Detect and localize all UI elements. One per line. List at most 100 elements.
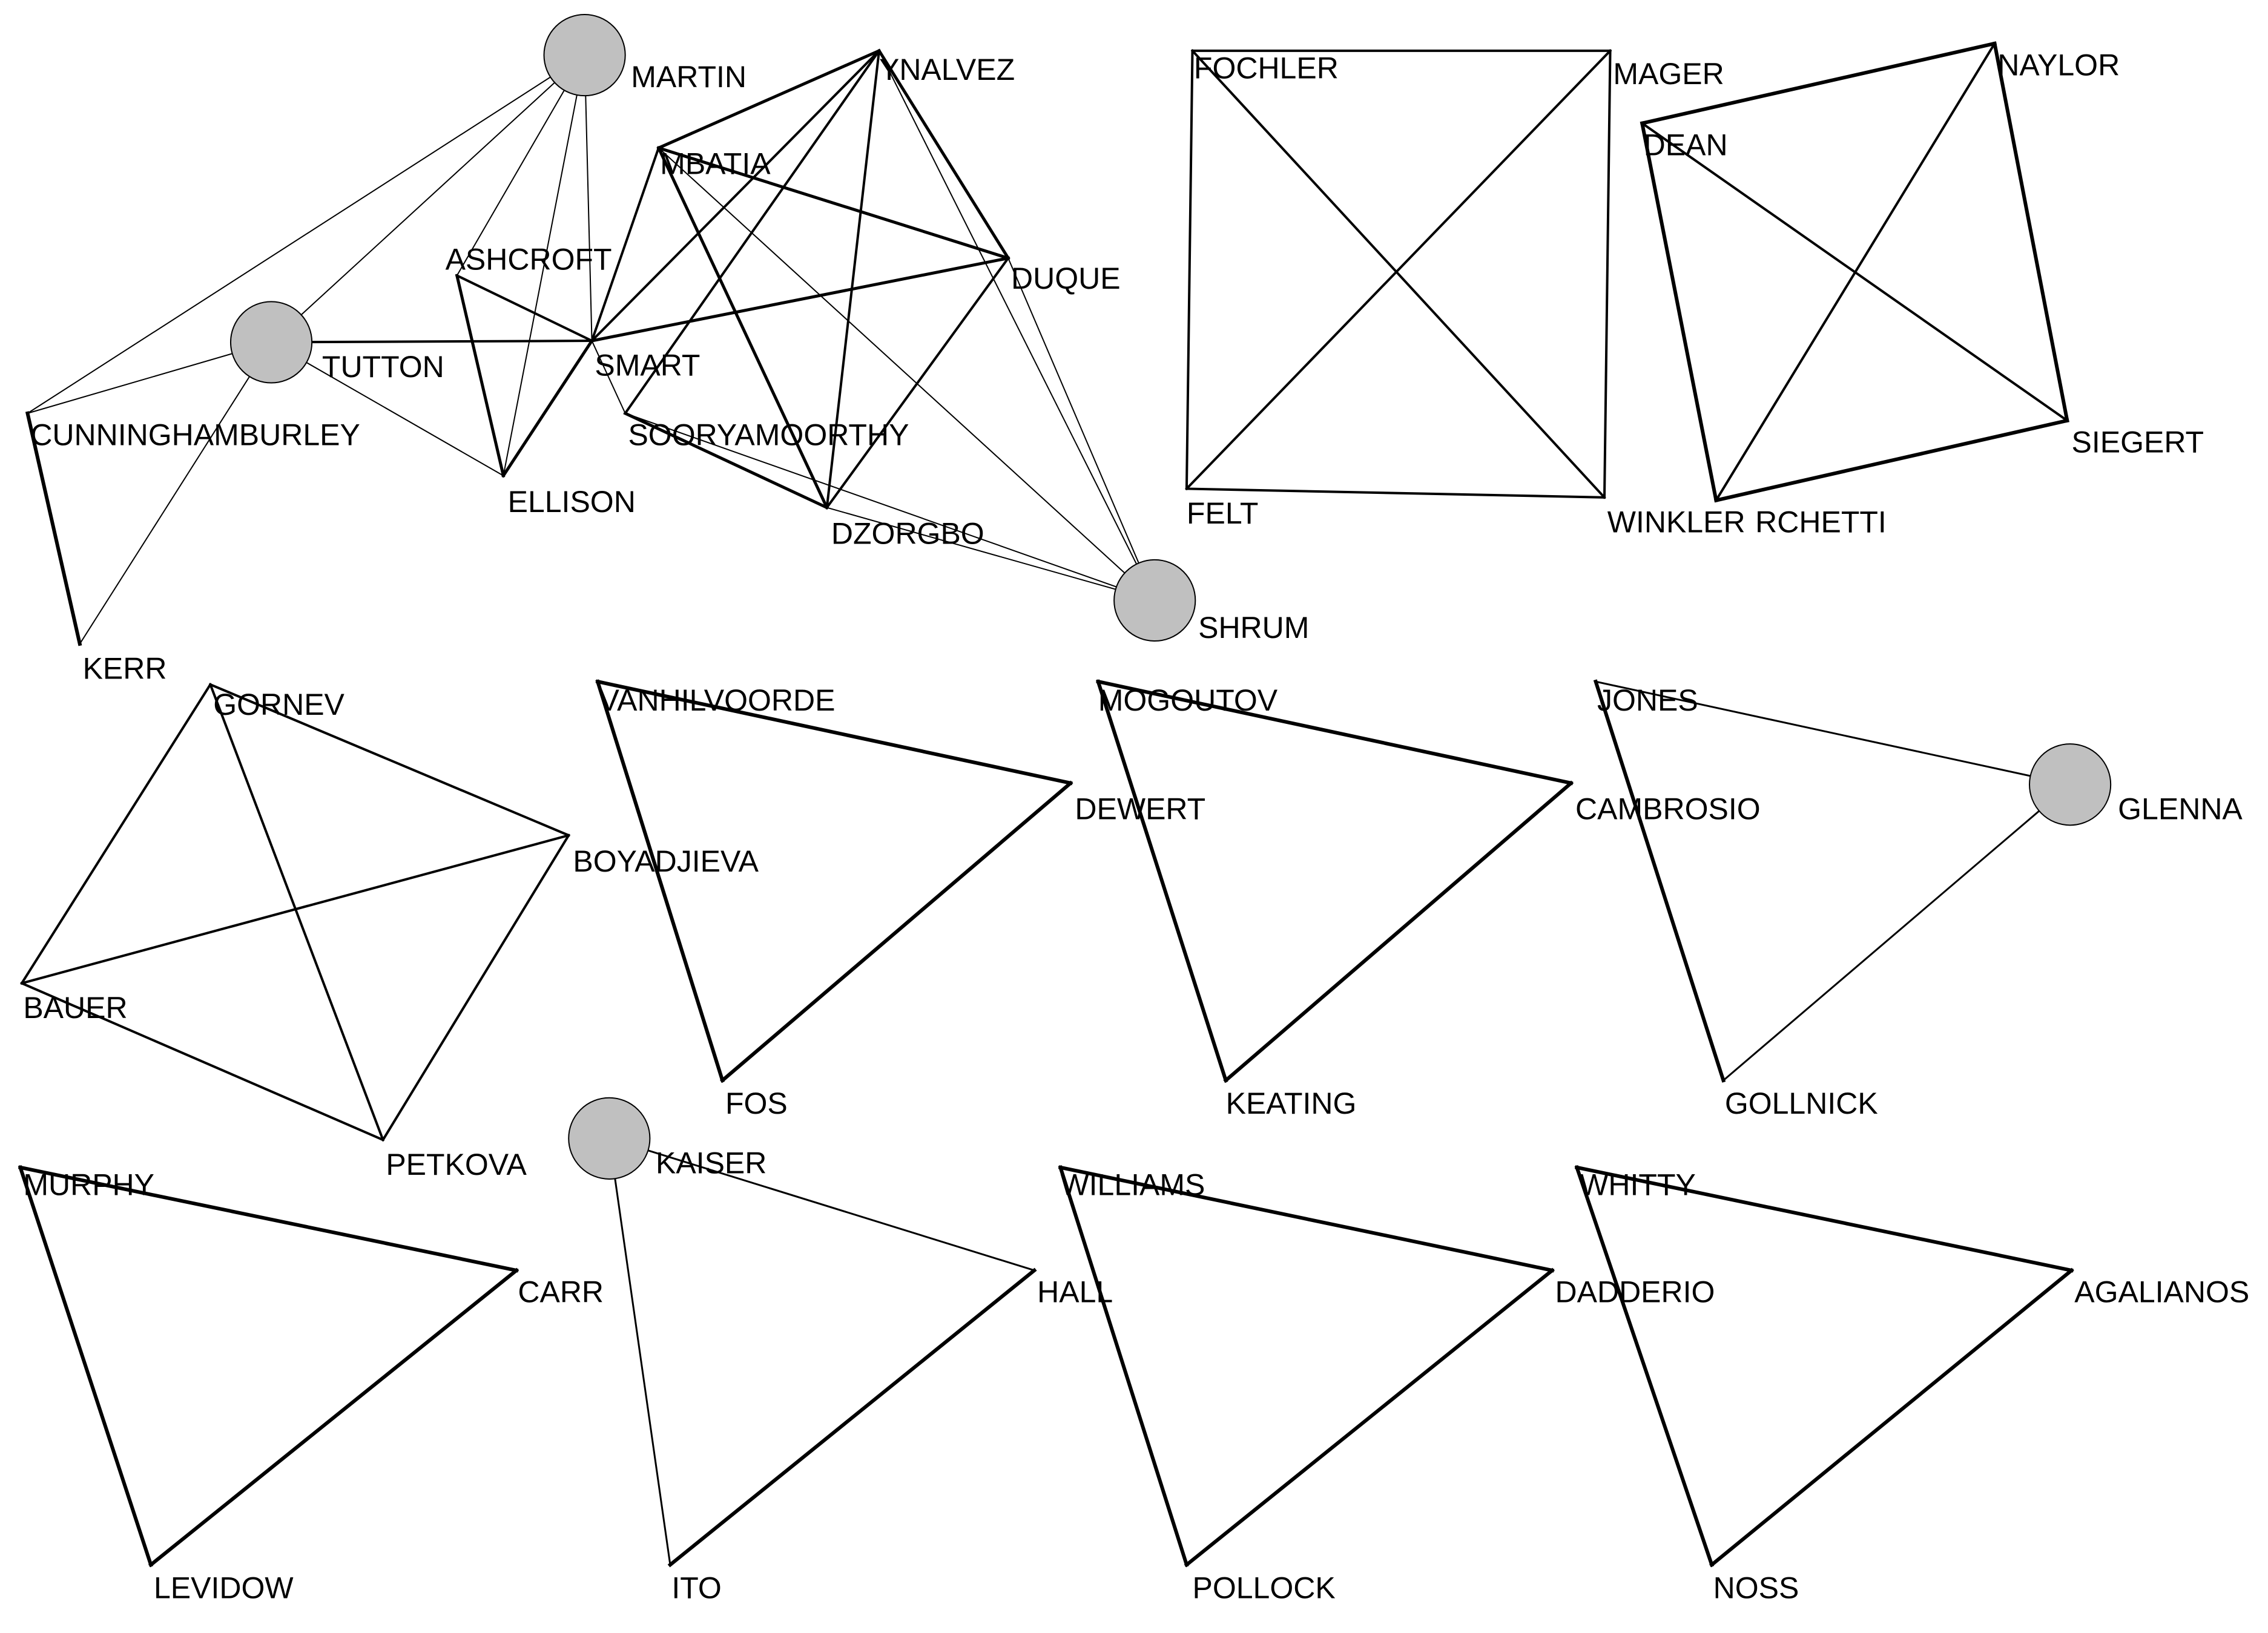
node-hall-label: HALL (1037, 1275, 1113, 1309)
edge-dadderio-pollock (1184, 1267, 1555, 1568)
edge-siegert-rchetti (1713, 418, 2069, 503)
edge-dean-rchetti (1640, 121, 1718, 503)
edge-hall-ito (667, 1267, 1037, 1568)
node-shrum-label: SHRUM (1198, 611, 1309, 645)
node-fochler-label: FOCHLER (1194, 51, 1339, 85)
edge-tutton-cunninghamburley (27, 341, 272, 415)
node-gollnick-label: GOLLNICK (1725, 1086, 1878, 1120)
node-mager-label: MAGER (1613, 57, 1724, 91)
edge-martin-cunninghamburley (27, 54, 585, 415)
edge-mogoutov-keating (1096, 679, 1228, 1083)
node-bauer-label: BAUER (23, 991, 127, 1025)
edges-layer (18, 41, 2074, 1568)
edge-fochler-felt (1185, 49, 1194, 490)
edge-murphy-carr (18, 1165, 519, 1273)
edge-boyadjieva-petkova (381, 833, 570, 1142)
node-tutton-label: TUTTON (322, 350, 444, 384)
edge-fochler-winkler (1190, 49, 1606, 499)
node-whitty-label: WHITTY (1580, 1168, 1696, 1201)
node-vanhilvoorde-label: VANHILVOORDE (599, 683, 836, 717)
node-duque-label: DUQUE (1011, 261, 1121, 295)
node-williams-label: WILLIAMS (1060, 1168, 1205, 1201)
edge-cambrosio-keating (1223, 780, 1574, 1083)
node-ellison-label: ELLISON (508, 485, 636, 519)
edge-mbatia-shrum (658, 146, 1156, 602)
node-agalianos-label: AGALIANOS (2074, 1275, 2249, 1309)
edge-ynalvez-sooryamoorthy (623, 49, 881, 415)
edge-mager-felt (1185, 49, 1612, 491)
node-dewert-label: DEWERT (1075, 792, 1205, 826)
edge-ynalvez-smart (590, 49, 881, 343)
hub-nodes-layer (229, 13, 2112, 1180)
edge-tutton-smart (270, 340, 593, 344)
node-tutton-circle[interactable] (229, 301, 313, 384)
edge-jones-gollnick (1593, 679, 1726, 1083)
edge-bauer-petkova (20, 981, 385, 1142)
node-kaiser-label: KAISER (656, 1146, 766, 1180)
node-martin-label: MARTIN (631, 60, 747, 94)
edge-dean-naylor (1640, 41, 1997, 126)
node-ito-label: ITO (671, 1571, 721, 1605)
edge-agalianos-noss (1709, 1267, 2074, 1568)
node-noss-label: NOSS (1713, 1571, 1799, 1605)
node-rchetti-label: RCHETTI (1755, 505, 1887, 539)
node-mbatia-label: MBATIA (660, 147, 771, 181)
node-murphy-label: MURPHY (23, 1168, 154, 1201)
node-levidow-label: LEVIDOW (154, 1571, 294, 1605)
node-kerr-label: KERR (83, 651, 167, 685)
edge-mbatia-duque (656, 146, 1010, 260)
node-martin-circle[interactable] (543, 13, 626, 97)
node-petkova-label: PETKOVA (386, 1148, 527, 1181)
node-siegert-label: SIEGERT (2071, 426, 2204, 459)
edge-kerr-tutton (79, 341, 272, 645)
node-mogoutov-label: MOGOUTOV (1098, 683, 1278, 717)
node-boyadjieva-label: BOYADJIEVA (573, 844, 759, 878)
edge-murphy-levidow (18, 1165, 153, 1568)
edge-whitty-noss (1574, 1165, 1715, 1568)
edge-vanhilvoorde-dewert (595, 679, 1073, 786)
edge-gornev-boyadjieva (208, 683, 570, 837)
edge-williams-dadderio (1058, 1165, 1555, 1273)
edge-kaiser-ito (608, 1137, 671, 1566)
node-felt-label: FELT (1187, 496, 1259, 530)
node-kaiser-circle[interactable] (568, 1097, 651, 1180)
node-winkler-label: WINKLER (1607, 505, 1746, 539)
node-naylor-label: NAYLOR (1997, 48, 2120, 82)
edge-sooryamoorthy-shrum (624, 412, 1156, 602)
edge-jones-glenna (1594, 680, 2071, 786)
edge-martin-tutton (270, 54, 586, 343)
node-dzorgbo-label: DZORGBO (831, 517, 984, 551)
edge-whitty-agalianos (1574, 1165, 2074, 1273)
edge-martin-ashcroft (456, 54, 585, 277)
edge-martin-smart (584, 54, 593, 342)
node-fos-label: FOS (725, 1086, 788, 1120)
node-cambrosio-label: CAMBROSIO (1575, 792, 1761, 826)
edge-dewert-fos (719, 780, 1073, 1083)
edge-felt-winkler (1185, 487, 1606, 499)
edge-duque-smart (590, 256, 1010, 343)
edge-carr-levidow (148, 1267, 519, 1568)
node-glenna-label: GLENNA (2118, 792, 2243, 826)
edge-dzorgbo-shrum (826, 507, 1156, 602)
node-sooryamoorthy-label: SOORYAMOORTHY (628, 418, 909, 452)
edge-williams-pollock (1058, 1165, 1189, 1568)
edge-mager-winkler (1603, 49, 1612, 499)
edge-smart-ellison (501, 338, 595, 478)
node-jones-label: JONES (1597, 683, 1698, 717)
edge-mbatia-smart (590, 146, 661, 343)
edge-duque-shrum (1007, 257, 1156, 602)
edge-naylor-siegert (1992, 41, 2069, 423)
edge-ynalvez-dzorgbo (825, 49, 881, 509)
edge-naylor-rchetti (1714, 42, 1997, 502)
edge-ynalvez-duque (877, 48, 1010, 260)
edge-duque-dzorgbo (825, 256, 1010, 510)
node-ashcroft-label: ASHCROFT (446, 243, 612, 277)
node-glenna-circle[interactable] (2029, 743, 2112, 826)
edge-vanhilvoorde-fos (595, 679, 725, 1083)
edge-ynalvez-shrum (878, 50, 1156, 602)
edge-kaiser-hall (608, 1137, 1036, 1272)
edge-martin-ellison (503, 54, 585, 477)
node-shrum-circle[interactable] (1113, 559, 1196, 642)
